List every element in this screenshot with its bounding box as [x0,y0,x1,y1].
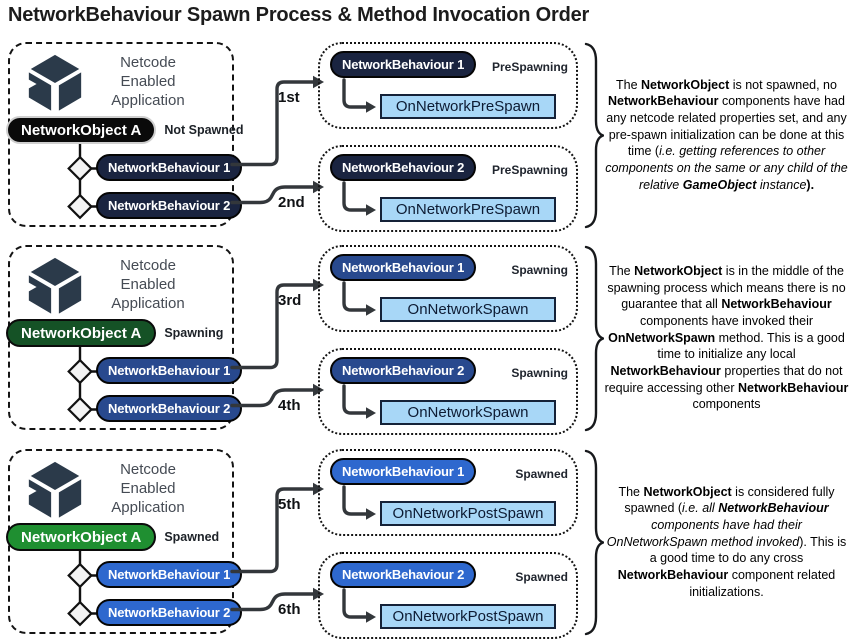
phase-description: The NetworkObject is in the middle of th… [604,264,849,412]
brace-icon [584,42,604,229]
behaviour-pill-2: NetworkBehaviour 2 [96,192,243,219]
behaviour-pill-1: NetworkBehaviour 1 [96,357,243,384]
netcode-app-box: Netcode Enabled Application NetworkObjec… [6,42,243,227]
app-label: Netcode Enabled Application [111,54,185,109]
spawn-phase-row-spawned: Netcode Enabled Application NetworkObjec… [0,447,850,639]
callout-status-label: PreSpawning [491,60,568,74]
network-object-pill: NetworkObject A [6,116,157,144]
method-box: OnNetworkPostSpawn [380,604,556,629]
network-object-row: NetworkObject A Spawned [6,523,219,551]
order-label: 6th [278,601,301,618]
object-status-label: Not Spawned [164,123,244,137]
netcode-app-box: Netcode Enabled Application NetworkObjec… [6,245,243,430]
behaviour-callout: NetworkBehaviour 1 Spawned OnNetworkPost… [318,449,578,536]
behaviour-pill-1: NetworkBehaviour 1 [96,561,243,588]
callout-status-label: Spawning [511,263,568,277]
method-arrow [342,78,376,113]
callout-behaviour-pill: NetworkBehaviour 2 [330,357,477,384]
unity-logo-icon [28,461,82,518]
callout-status-label: PreSpawning [491,163,568,177]
phase-description: The NetworkObject is not spawned, no Net… [605,77,848,192]
method-box: OnNetworkPostSpawn [380,501,556,526]
spawn-phase-row-prespawn: Netcode Enabled Application NetworkObjec… [0,40,850,232]
method-arrow [342,384,376,419]
behaviour-pill-2: NetworkBehaviour 2 [96,395,243,422]
network-object-row: NetworkObject A Not Spawned [6,116,243,144]
behaviour-callout: NetworkBehaviour 2 PreSpawning OnNetwork… [318,145,578,232]
app-label: Netcode Enabled Application [111,257,185,312]
behaviour-pill-1: NetworkBehaviour 1 [96,154,243,181]
method-arrow [342,281,376,316]
behaviour-callout: NetworkBehaviour 1 Spawning OnNetworkSpa… [318,245,578,332]
netcode-app-box: Netcode Enabled Application NetworkObjec… [6,449,243,634]
method-box: OnNetworkPreSpawn [380,94,556,119]
brace-icon [584,245,604,432]
unity-logo-icon [28,54,82,111]
order-label: 3rd [278,292,302,309]
page-title: NetworkBehaviour Spawn Process & Method … [8,4,590,26]
method-arrow [342,485,376,520]
callout-behaviour-pill: NetworkBehaviour 2 [330,561,477,588]
hierarchy-connector [67,344,102,423]
behaviour-callout: NetworkBehaviour 1 PreSpawning OnNetwork… [318,42,578,129]
behaviour-pill-2: NetworkBehaviour 2 [96,599,243,626]
behaviour-callout: NetworkBehaviour 2 Spawning OnNetworkSpa… [318,348,578,435]
unity-logo-icon [28,257,82,314]
hierarchy-connector [67,548,102,627]
network-object-pill: NetworkObject A [6,523,157,551]
method-arrow [342,181,376,216]
app-label: Netcode Enabled Application [111,461,185,516]
method-box: OnNetworkSpawn [380,297,556,322]
object-status-label: Spawning [164,326,224,340]
callout-behaviour-pill: NetworkBehaviour 1 [330,254,477,281]
spawn-phase-row-spawning: Netcode Enabled Application NetworkObjec… [0,243,850,435]
order-label: 5th [278,496,301,513]
method-arrow [342,588,376,623]
callout-behaviour-pill: NetworkBehaviour 1 [330,51,477,78]
callout-behaviour-pill: NetworkBehaviour 1 [330,458,477,485]
callout-behaviour-pill: NetworkBehaviour 2 [330,154,477,181]
order-label: 1st [278,89,300,106]
callout-status-label: Spawning [511,366,568,380]
behaviour-callout: NetworkBehaviour 2 Spawned OnNetworkPost… [318,552,578,639]
callout-status-label: Spawned [515,570,568,584]
method-box: OnNetworkSpawn [380,400,556,425]
network-object-pill: NetworkObject A [6,319,157,347]
network-object-row: NetworkObject A Spawning [6,319,223,347]
object-status-label: Spawned [164,530,220,544]
method-box: OnNetworkPreSpawn [380,197,556,222]
order-label: 4th [278,397,301,414]
phase-description: The NetworkObject is considered fully sp… [606,484,847,599]
order-label: 2nd [278,194,305,211]
brace-icon [584,449,604,636]
hierarchy-connector [67,141,102,220]
callout-status-label: Spawned [515,467,568,481]
